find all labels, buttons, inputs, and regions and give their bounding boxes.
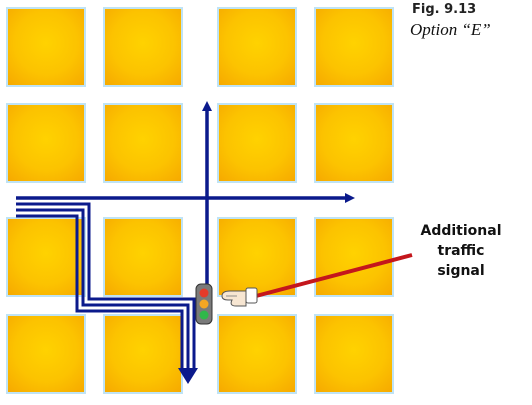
city-block xyxy=(316,105,392,181)
city-block xyxy=(105,105,181,181)
callout-line: Additional xyxy=(420,223,502,239)
city-block xyxy=(8,316,84,392)
city-block xyxy=(316,219,392,295)
city-block xyxy=(8,219,84,295)
city-block xyxy=(219,9,295,85)
turning-route-arrowhead xyxy=(178,368,198,384)
figure-number: Fig. 9.13 xyxy=(412,2,477,17)
callout-label: Additional traffic signal xyxy=(418,221,504,281)
figure-title: Option “E” xyxy=(410,20,491,39)
callout-line: signal xyxy=(437,263,485,279)
city-block xyxy=(8,105,84,181)
traffic-light-icon xyxy=(195,283,213,325)
city-block xyxy=(219,316,295,392)
city-block xyxy=(105,9,181,85)
turning-route xyxy=(16,202,196,368)
city-block xyxy=(219,219,295,295)
callout-line: traffic xyxy=(437,243,485,259)
pointer-line xyxy=(255,253,413,298)
city-block xyxy=(105,316,181,392)
city-block xyxy=(316,316,392,392)
city-block xyxy=(316,9,392,85)
city-block xyxy=(219,105,295,181)
city-block xyxy=(8,9,84,85)
pointing-hand-icon xyxy=(221,287,258,307)
city-block xyxy=(105,219,181,295)
